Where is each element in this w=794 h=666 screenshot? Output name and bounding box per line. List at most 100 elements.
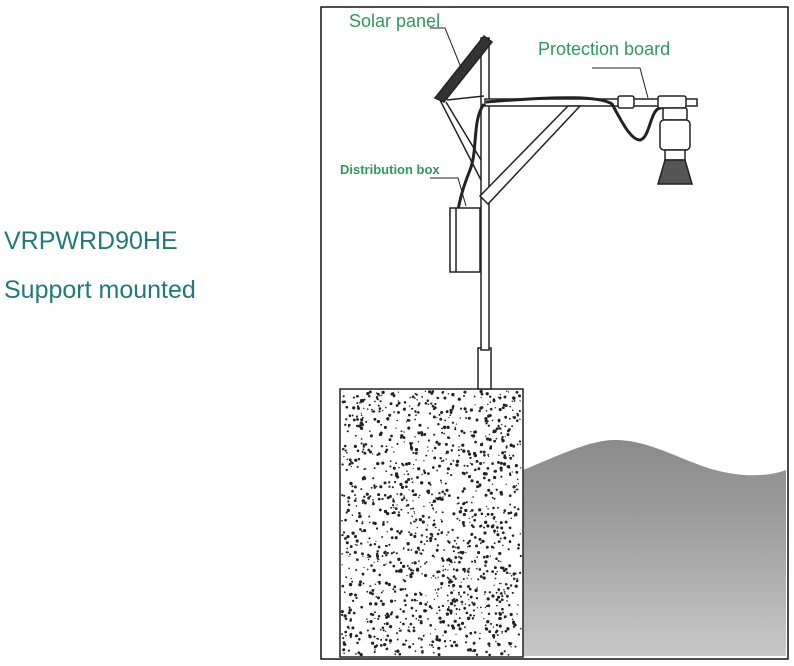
- concrete-speckle: [441, 559, 445, 562]
- concrete-speckle: [341, 633, 343, 636]
- concrete-speckle: [485, 410, 488, 412]
- concrete-speckle: [395, 427, 397, 429]
- concrete-speckle: [478, 508, 482, 512]
- concrete-speckle: [438, 413, 441, 416]
- concrete-speckle: [499, 393, 501, 396]
- concrete-speckle: [489, 407, 493, 411]
- diagram-frame: [320, 6, 789, 660]
- concrete-speckle: [486, 505, 488, 508]
- concrete-speckle: [377, 398, 379, 401]
- concrete-speckle: [369, 495, 372, 498]
- concrete-speckle: [515, 489, 517, 491]
- concrete-speckle: [470, 509, 474, 512]
- concrete-speckle: [345, 511, 348, 514]
- concrete-speckle: [489, 445, 493, 448]
- concrete-speckle: [346, 534, 350, 539]
- concrete-speckle: [400, 430, 403, 433]
- concrete-speckle: [354, 494, 356, 497]
- concrete-speckle: [418, 560, 420, 562]
- concrete-speckle: [345, 634, 347, 637]
- concrete-speckle: [488, 413, 492, 418]
- concrete-speckle: [443, 492, 446, 495]
- concrete-speckle: [407, 548, 410, 552]
- concrete-speckle: [403, 497, 405, 499]
- concrete-speckle: [479, 450, 483, 454]
- concrete-speckle: [423, 471, 427, 474]
- concrete-speckle: [463, 501, 466, 505]
- concrete-speckle: [363, 468, 366, 471]
- concrete-speckle: [466, 593, 469, 596]
- concrete-speckle: [431, 404, 435, 408]
- concrete-speckle: [444, 568, 447, 571]
- concrete-speckle: [459, 556, 463, 560]
- concrete-speckle: [504, 425, 507, 428]
- concrete-speckle: [483, 618, 485, 620]
- concrete-speckle: [517, 547, 520, 550]
- concrete-speckle: [454, 555, 458, 559]
- concrete-speckle: [402, 407, 406, 411]
- concrete-speckle: [353, 593, 358, 597]
- concrete-speckle: [392, 551, 395, 554]
- concrete-speckle: [378, 580, 381, 583]
- concrete-speckle: [509, 511, 513, 515]
- concrete-speckle: [373, 650, 376, 654]
- concrete-speckle: [419, 621, 423, 625]
- concrete-speckle: [470, 532, 474, 536]
- concrete-speckle: [488, 653, 492, 657]
- concrete-speckle: [501, 566, 505, 570]
- concrete-speckle: [453, 640, 456, 644]
- concrete-speckle: [414, 392, 417, 395]
- concrete-speckle: [499, 466, 503, 470]
- concrete-speckle: [492, 506, 495, 510]
- concrete-speckle: [385, 647, 389, 651]
- concrete-speckle: [435, 637, 439, 642]
- concrete-speckle: [415, 518, 418, 521]
- concrete-speckle: [518, 394, 521, 398]
- concrete-speckle: [496, 604, 498, 607]
- concrete-speckle: [396, 493, 399, 495]
- concrete-speckle: [403, 401, 407, 404]
- concrete-speckle: [474, 440, 477, 444]
- concrete-speckle: [479, 406, 483, 410]
- concrete-speckle: [516, 414, 520, 417]
- concrete-speckle: [348, 567, 350, 570]
- concrete-speckle: [355, 519, 358, 522]
- concrete-speckle: [488, 630, 492, 634]
- concrete-speckle: [430, 607, 433, 610]
- concrete-speckle: [427, 618, 429, 620]
- concrete-speckle: [472, 602, 476, 606]
- concrete-speckle: [417, 431, 421, 435]
- concrete-speckle: [421, 473, 423, 476]
- concrete-speckle: [461, 521, 465, 525]
- concrete-speckle: [413, 512, 416, 514]
- concrete-speckle: [507, 511, 511, 515]
- concrete-speckle: [358, 583, 362, 587]
- concrete-speckle: [343, 400, 346, 404]
- concrete-speckle: [375, 554, 380, 558]
- concrete-speckle: [453, 619, 457, 623]
- concrete-speckle: [436, 532, 440, 536]
- concrete-speckle: [511, 409, 514, 412]
- concrete-speckle: [438, 616, 442, 620]
- concrete-speckle: [406, 542, 410, 546]
- concrete-speckle: [453, 539, 456, 542]
- concrete-speckle: [493, 497, 496, 500]
- concrete-speckle: [345, 541, 349, 545]
- concrete-speckle: [412, 463, 415, 466]
- concrete-speckle: [366, 590, 369, 593]
- concrete-speckle: [414, 493, 418, 497]
- concrete-speckle: [452, 586, 454, 588]
- concrete-speckle: [427, 516, 431, 519]
- concrete-speckle: [466, 577, 468, 579]
- concrete-speckle: [493, 529, 496, 533]
- concrete-speckle: [478, 568, 482, 571]
- concrete-speckle: [493, 470, 496, 473]
- concrete-speckle: [407, 473, 410, 476]
- concrete-speckle: [374, 400, 376, 403]
- concrete-speckle: [393, 506, 395, 509]
- concrete-speckle: [512, 485, 516, 489]
- concrete-speckle: [366, 620, 369, 623]
- concrete-speckle: [486, 570, 489, 573]
- concrete-speckle: [355, 596, 358, 600]
- concrete-speckle: [409, 396, 412, 399]
